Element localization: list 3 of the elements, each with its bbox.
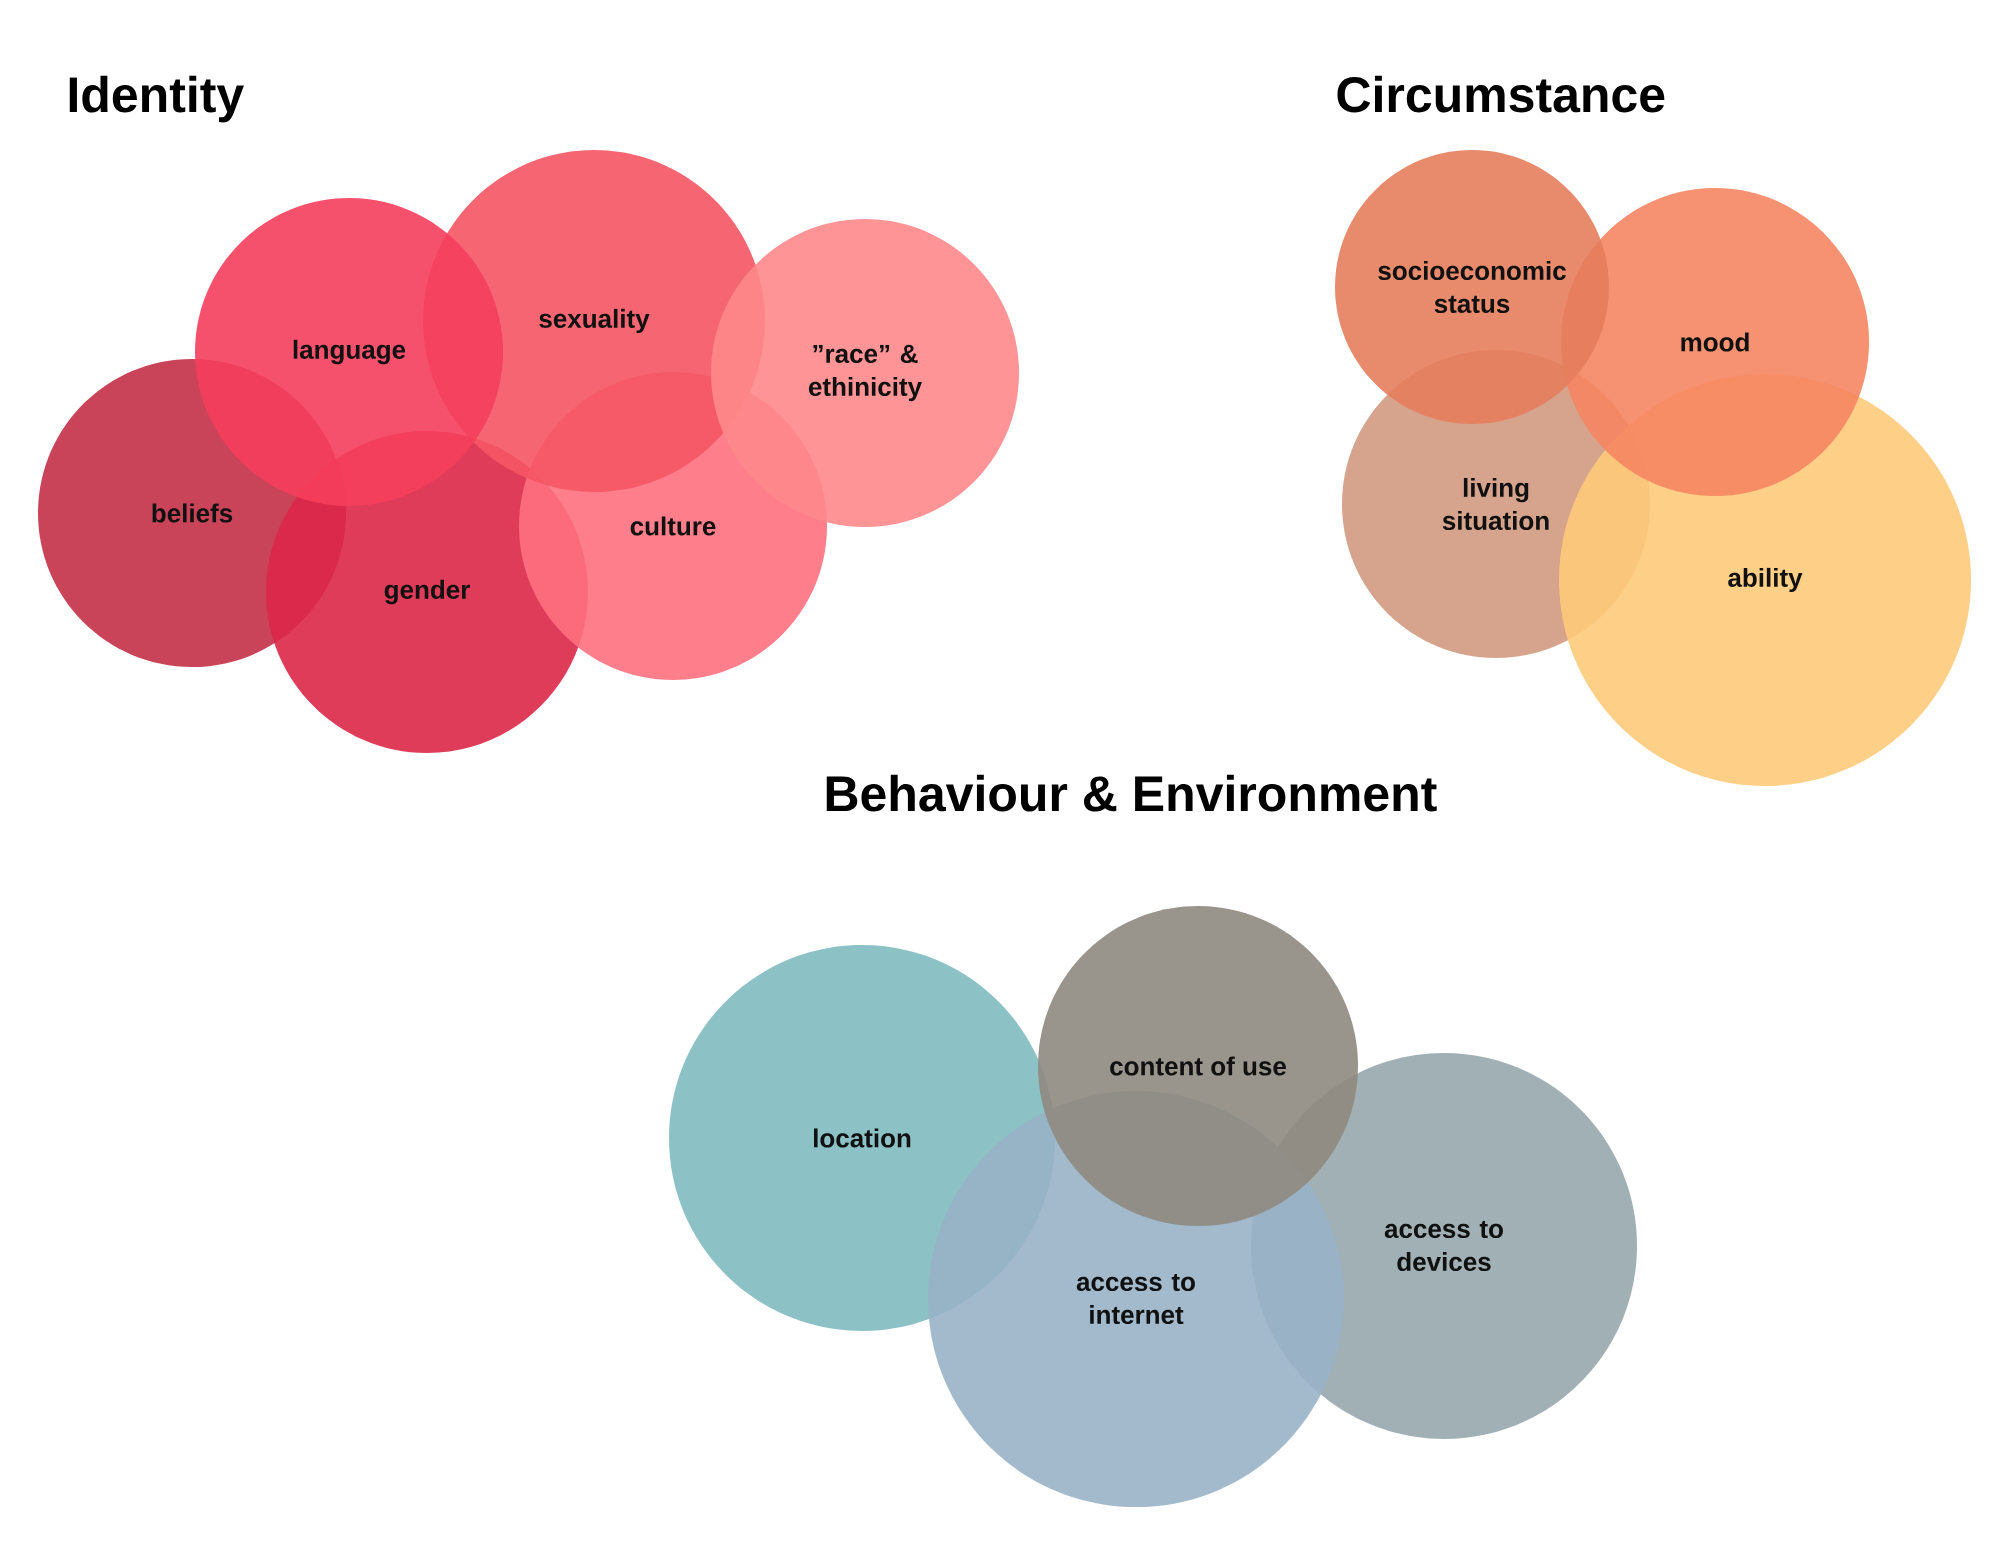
group-heading: Circumstance: [1337, 75, 1665, 113]
group-heading: Identity: [69, 75, 244, 123]
group-heading: Behaviour & Environment: [826, 774, 1437, 812]
